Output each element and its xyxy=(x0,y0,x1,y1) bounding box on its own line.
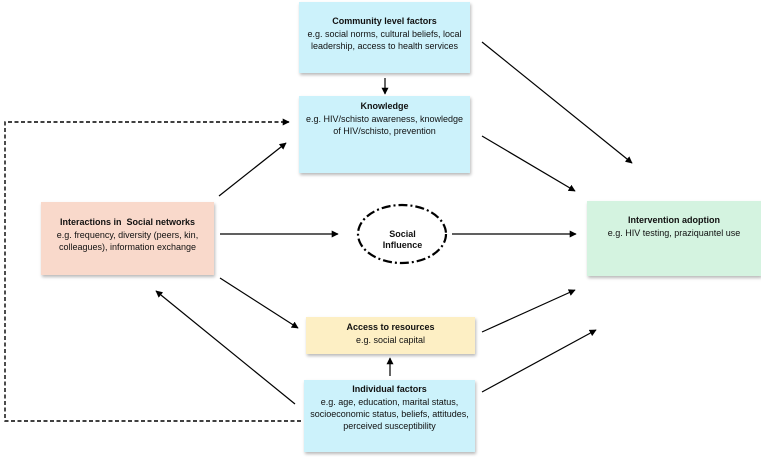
social-influence-label-line1: Social xyxy=(389,229,416,239)
knowledge-title: Knowledge xyxy=(360,101,409,111)
knowledge-box: Knowledge e.g. HIV/schisto awareness, kn… xyxy=(299,96,470,173)
arrow-social-networks-to-knowledge xyxy=(219,143,287,196)
intervention-adoption-box: Intervention adoption e.g. HIV testing, … xyxy=(587,201,761,276)
arrow-community-to-intervention xyxy=(482,42,633,163)
arrow-individual-to-intervention xyxy=(482,330,597,392)
arrow-individual-to-knowledge-dashed xyxy=(5,118,301,421)
social-networks-body: e.g. frequency, diversity (peers, kin, c… xyxy=(56,230,199,252)
community-factors-title: Community level factors xyxy=(332,16,437,26)
intervention-adoption-body: e.g. HIV testing, praziquantel use xyxy=(607,228,741,238)
social-influence-label-line2: Influence xyxy=(382,240,423,250)
arrow-social-networks-to-resources xyxy=(220,278,299,328)
individual-factors-title: Individual factors xyxy=(352,384,427,394)
social-networks-box: Interactions in Social networks e.g. fre… xyxy=(41,202,214,275)
arrow-individual-to-social-networks xyxy=(155,291,295,404)
community-factors-box: Community level factors e.g. social norm… xyxy=(299,2,470,73)
social-networks-title: Interactions in Social networks xyxy=(59,217,196,227)
intervention-adoption-title: Intervention adoption xyxy=(628,215,720,225)
community-factors-body: e.g. social norms, cultural beliefs, loc… xyxy=(307,29,462,51)
arrow-knowledge-to-intervention xyxy=(482,136,576,191)
knowledge-body: e.g. HIV/schisto awareness, knowledge of… xyxy=(305,114,464,136)
access-to-resources-title: Access to resources xyxy=(346,322,435,332)
access-to-resources-body: e.g. social capital xyxy=(355,335,426,345)
individual-factors-body: e.g. age, education, marital status, soc… xyxy=(310,397,469,431)
social-influence-node: Social Influence xyxy=(361,215,444,259)
arrow-resources-to-intervention xyxy=(482,289,576,332)
access-to-resources-box: Access to resources e.g. social capital xyxy=(306,317,475,354)
social-influence-ellipse xyxy=(356,203,448,265)
individual-factors-box: Individual factors e.g. age, education, … xyxy=(304,380,475,452)
